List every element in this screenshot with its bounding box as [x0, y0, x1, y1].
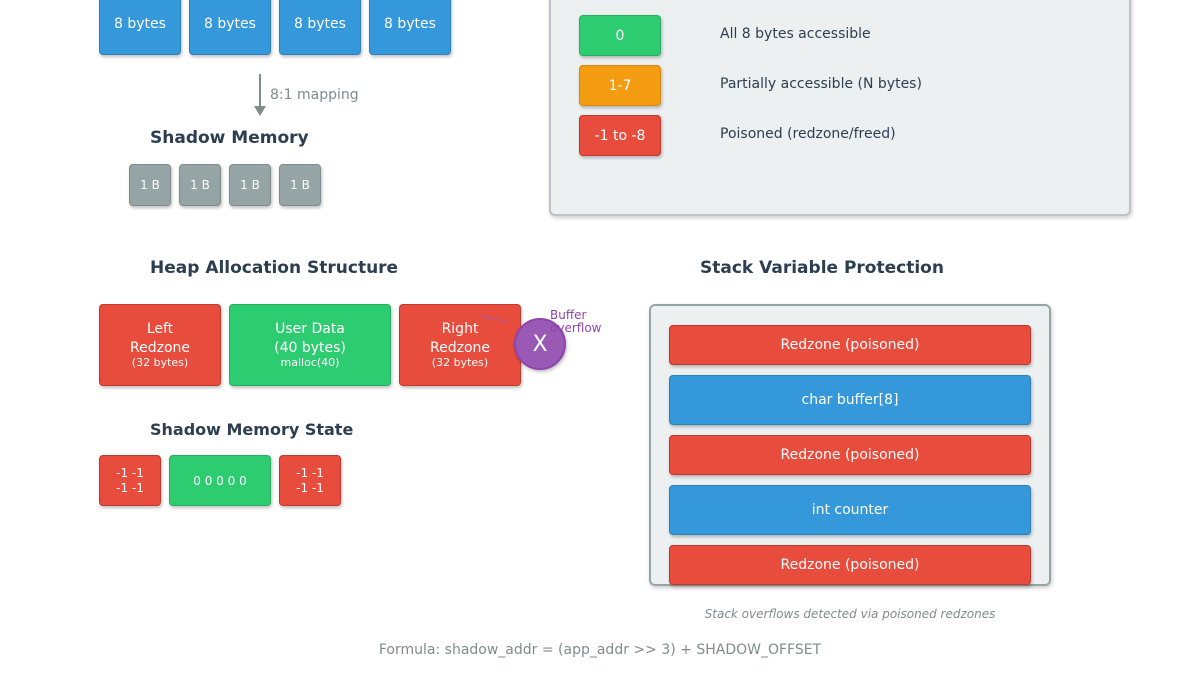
app-memory-block-label: 8 bytes — [294, 15, 346, 32]
legend-value: 1-7 — [608, 77, 632, 94]
overflow-marker: X — [532, 331, 548, 357]
heap-left-line3: (32 bytes) — [131, 356, 189, 369]
stack-caption: Stack overflows detected via poisoned re… — [704, 607, 996, 621]
app-memory-block-label: 8 bytes — [114, 15, 166, 32]
legend-swatch-accessible: 0 — [579, 15, 661, 56]
overflow-label-line2: overflow — [550, 321, 602, 335]
stack-row-label: Redzone (poisoned) — [780, 557, 920, 573]
legend-label-accessible: All 8 bytes accessible — [720, 26, 871, 42]
shadow-state-left: -1 -1 -1 -1 — [99, 455, 161, 506]
legend-swatch-partial: 1-7 — [579, 65, 661, 106]
app-memory-block: 8 bytes — [189, 0, 271, 55]
stack-redzone-row: Redzone (poisoned) — [669, 435, 1031, 475]
overflow-arrow-icon — [481, 315, 509, 323]
legend-value: -1 to -8 — [594, 127, 646, 144]
shadow-memory-cell: 1 B — [279, 164, 321, 206]
heap-right-line1: Right — [441, 321, 479, 337]
shadow-cell-label: 1 B — [240, 178, 260, 192]
stack-row-label: int counter — [811, 502, 889, 518]
app-memory-block-label: 8 bytes — [384, 15, 436, 32]
heap-right-redzone: Right Redzone (32 bytes) — [399, 304, 521, 386]
overflow-x-icon: X — [514, 318, 566, 370]
stack-variable-row: int counter — [669, 485, 1031, 535]
shadow-memory-cell: 1 B — [129, 164, 171, 206]
stack-row-label: Redzone (poisoned) — [780, 447, 920, 463]
heap-right-line2: Redzone — [430, 340, 490, 356]
shadow-cell-label: 1 B — [190, 178, 210, 192]
heap-left-line2: Redzone — [130, 340, 190, 356]
shadow-state-right: -1 -1 -1 -1 — [279, 455, 341, 506]
stack-redzone-row: Redzone (poisoned) — [669, 325, 1031, 365]
formula-text: Formula: shadow_addr = (app_addr >> 3) +… — [378, 642, 822, 658]
overflow-label-line1: Buffer — [550, 308, 587, 322]
heap-user-data: User Data (40 bytes) malloc(40) — [229, 304, 391, 386]
legend-label-partial: Partially accessible (N bytes) — [720, 76, 922, 92]
shadow-state-right-line2: -1 -1 — [296, 480, 324, 495]
app-memory-block-label: 8 bytes — [204, 15, 256, 32]
mapping-label: 8:1 mapping — [270, 87, 359, 103]
app-memory-block: 8 bytes — [369, 0, 451, 55]
stack-row-label: Redzone (poisoned) — [780, 337, 920, 353]
shadow-memory-cell: 1 B — [229, 164, 271, 206]
stack-variable-row: char buffer[8] — [669, 375, 1031, 425]
heap-user-line2: (40 bytes) — [274, 340, 346, 356]
shadow-state-left-line1: -1 -1 — [116, 465, 144, 480]
stack-title: Stack Variable Protection — [700, 258, 944, 278]
shadow-state-middle-label: 0 0 0 0 0 — [193, 473, 247, 488]
heap-title: Heap Allocation Structure — [150, 258, 399, 278]
app-memory-block: 8 bytes — [279, 0, 361, 55]
shadow-state-middle: 0 0 0 0 0 — [169, 455, 271, 506]
shadow-state-title: Shadow Memory State — [150, 420, 354, 439]
shadow-memory-cell: 1 B — [179, 164, 221, 206]
stack-row-label: char buffer[8] — [801, 392, 899, 408]
shadow-cell-label: 1 B — [290, 178, 310, 192]
heap-user-line3: malloc(40) — [280, 356, 340, 369]
heap-left-redzone: Left Redzone (32 bytes) — [99, 304, 221, 386]
down-arrow-icon — [254, 74, 266, 116]
legend-value: 0 — [615, 27, 625, 44]
heap-user-line1: User Data — [275, 321, 345, 337]
heap-left-line1: Left — [146, 321, 174, 337]
legend-label-poisoned: Poisoned (redzone/freed) — [720, 126, 896, 142]
shadow-cell-label: 1 B — [140, 178, 160, 192]
heap-right-line3: (32 bytes) — [431, 356, 489, 369]
shadow-memory-title: Shadow Memory — [150, 128, 309, 148]
shadow-state-left-line2: -1 -1 — [116, 480, 144, 495]
stack-redzone-row: Redzone (poisoned) — [669, 545, 1031, 585]
app-memory-block: 8 bytes — [99, 0, 181, 55]
shadow-state-right-line1: -1 -1 — [296, 465, 324, 480]
legend-swatch-poisoned: -1 to -8 — [579, 115, 661, 156]
